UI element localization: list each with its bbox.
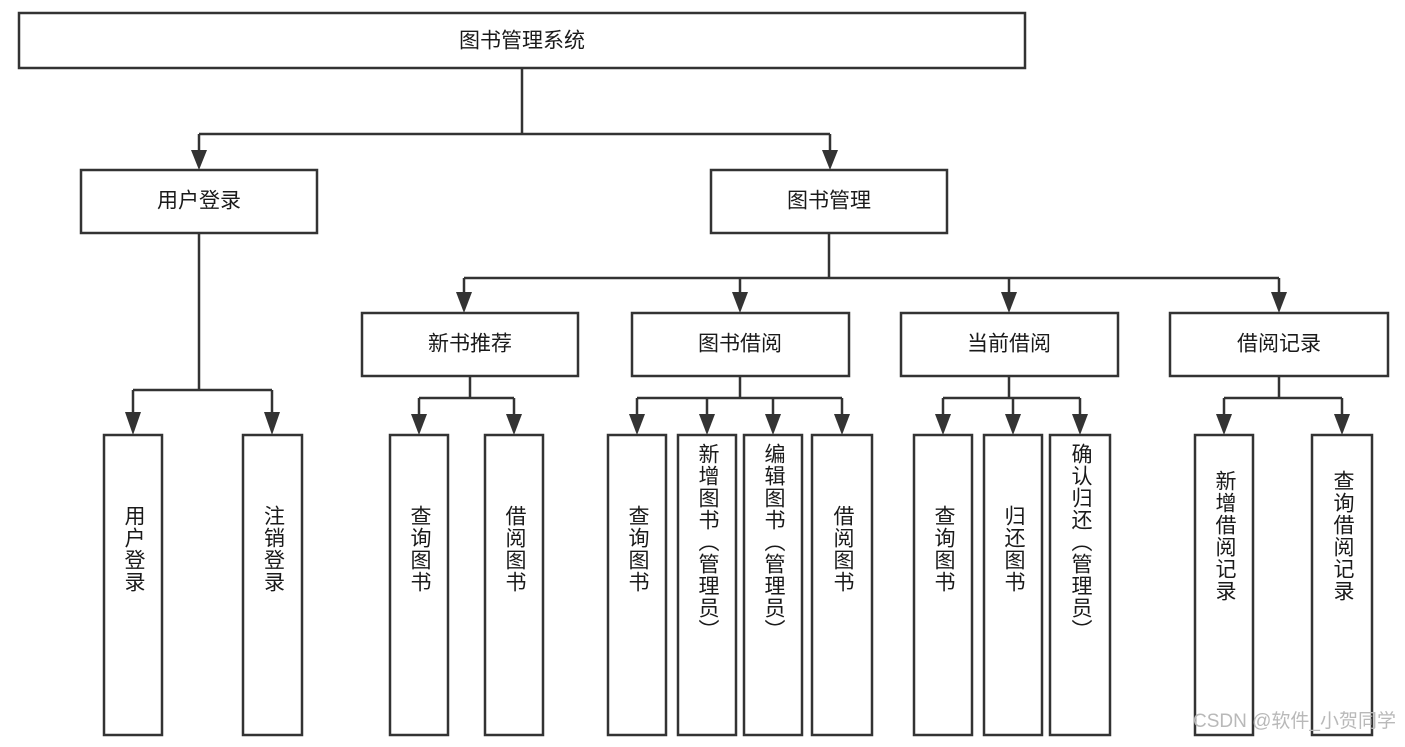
node-label-book-borrow: 图书借阅 xyxy=(698,333,782,356)
arrow-head-leaf-user-login xyxy=(125,412,141,435)
node-box-new-book-recommend[interactable] xyxy=(360,311,580,378)
node-label-leaf-borrow-book: 借阅图书 xyxy=(831,505,855,593)
arrow-head-book-management xyxy=(822,150,838,170)
node-box-user-login[interactable] xyxy=(79,168,319,235)
node-label-leaf-query-book-current: 查询图书 xyxy=(932,505,956,593)
connector-group-borrow-record xyxy=(1216,376,1350,435)
arrow-head-leaf-edit-book xyxy=(765,414,781,435)
connector-group-current-borrow xyxy=(935,376,1088,435)
node-box-leaf-user-login[interactable] xyxy=(102,433,164,737)
node-box-borrow-record[interactable] xyxy=(1168,311,1390,378)
node-label-new-book-recommend: 新书推荐 xyxy=(428,333,512,356)
connector-group-new-book-recommend xyxy=(411,376,522,435)
node-box-leaf-borrow-book[interactable] xyxy=(810,433,874,737)
node-box-leaf-query-book-borrow[interactable] xyxy=(606,433,668,737)
node-label-borrow-record: 借阅记录 xyxy=(1237,333,1321,356)
node-box-leaf-return-book[interactable] xyxy=(982,433,1044,737)
connector-group-book-borrow xyxy=(629,376,850,435)
arrow-head-leaf-query-book-recommend xyxy=(411,414,427,435)
node-label-leaf-edit-book: 编辑图书（管理员） xyxy=(762,443,786,641)
arrow-head-leaf-query-borrow-record xyxy=(1334,414,1350,435)
arrow-head-leaf-query-book-borrow xyxy=(629,414,645,435)
node-label-leaf-return-book: 归还图书 xyxy=(1002,505,1026,593)
node-label-leaf-logout: 注销登录 xyxy=(261,505,285,593)
connector-group-book-management xyxy=(456,233,1287,313)
node-label-leaf-user-login: 用户登录 xyxy=(122,505,146,593)
arrow-head-leaf-add-borrow-record xyxy=(1216,414,1232,435)
node-box-leaf-add-book[interactable] xyxy=(676,433,738,737)
arrow-head-leaf-return-book xyxy=(1005,414,1021,435)
node-label-leaf-borrow-book-recommend: 借阅图书 xyxy=(503,505,527,593)
node-box-leaf-edit-book[interactable] xyxy=(742,433,804,737)
node-label-leaf-confirm-return: 确认归还（管理员） xyxy=(1069,443,1093,641)
arrow-head-current-borrow xyxy=(1001,292,1017,313)
node-label-root: 图书管理系统 xyxy=(459,30,585,53)
node-label-leaf-add-borrow-record: 新增借阅记录 xyxy=(1213,470,1237,602)
node-box-leaf-query-borrow-record[interactable] xyxy=(1310,433,1374,737)
node-label-leaf-add-book: 新增图书（管理员） xyxy=(696,443,720,641)
node-box-leaf-confirm-return[interactable] xyxy=(1048,433,1112,737)
arrow-head-leaf-borrow-book xyxy=(834,414,850,435)
node-label-user-login: 用户登录 xyxy=(157,190,241,213)
arrow-head-book-borrow xyxy=(732,292,748,313)
node-box-book-borrow[interactable] xyxy=(630,311,851,378)
node-box-leaf-add-borrow-record[interactable] xyxy=(1193,433,1255,737)
node-label-leaf-query-book-borrow: 查询图书 xyxy=(626,505,650,593)
connector-group-root xyxy=(191,68,838,170)
node-box-leaf-logout[interactable] xyxy=(241,433,304,737)
node-box-book-management[interactable] xyxy=(709,168,949,235)
arrow-head-user-login xyxy=(191,150,207,170)
arrow-head-leaf-confirm-return xyxy=(1072,414,1088,435)
node-box-root[interactable] xyxy=(17,11,1027,70)
node-box-leaf-query-book-current[interactable] xyxy=(912,433,974,737)
arrow-head-leaf-add-book xyxy=(699,414,715,435)
arrow-head-borrow-record xyxy=(1271,292,1287,313)
node-label-leaf-query-book-recommend: 查询图书 xyxy=(408,505,432,593)
node-label-current-borrow: 当前借阅 xyxy=(967,333,1051,356)
arrow-head-leaf-borrow-book-recommend xyxy=(506,414,522,435)
csdn-watermark: CSDN @软件_小贺同学 xyxy=(1193,711,1396,732)
arrow-head-new-book-recommend xyxy=(456,292,472,313)
node-label-leaf-query-borrow-record: 查询借阅记录 xyxy=(1331,470,1355,602)
node-box-leaf-query-book-recommend[interactable] xyxy=(388,433,450,737)
connector-group-user-login xyxy=(125,233,280,435)
arrow-head-leaf-logout xyxy=(264,412,280,435)
arrow-head-leaf-query-book-current xyxy=(935,414,951,435)
node-label-book-management: 图书管理 xyxy=(787,190,871,213)
node-box-current-borrow[interactable] xyxy=(899,311,1120,378)
node-box-leaf-borrow-book-recommend[interactable] xyxy=(483,433,545,737)
